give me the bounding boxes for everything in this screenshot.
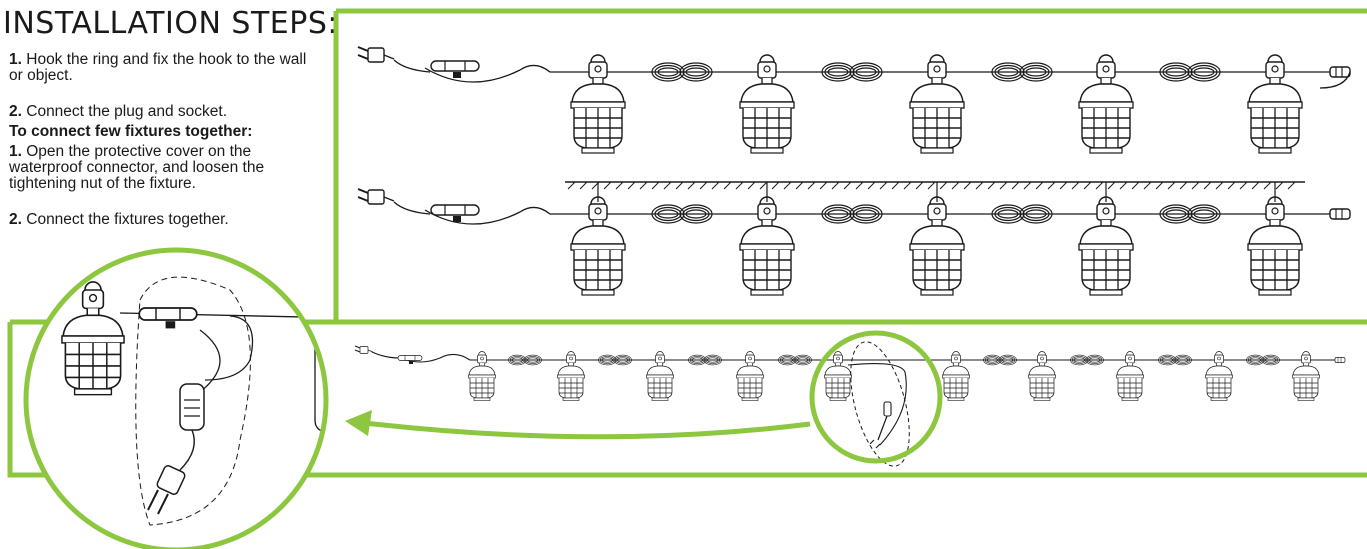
step-multi-1: 1. Open the protective cover on the wate… [9,144,324,192]
step-text: Open the protective cover on the waterpr… [9,143,265,192]
subheading: To connect few fixtures together: [9,123,253,140]
step-number: 2. [9,103,22,120]
step-basic-2: 2. Connect the plug and socket. [9,104,227,120]
step-text: Hook the ring and fix the hook to the wa… [9,51,307,84]
string-light-row-3 [354,341,1346,467]
top-frame [333,8,1367,322]
arrow-head [345,410,372,436]
step-number: 1. [9,51,22,68]
large-zoom-circle [23,247,329,549]
step-text: Connect the fixtures together. [26,211,229,228]
step-number: 1. [9,143,22,160]
string-light-row-1 [357,46,1351,154]
page-title: INSTALLATION STEPS: [3,6,338,41]
zoom-arrow [364,420,811,440]
step-number: 2. [9,211,22,228]
small-zoom-circle [809,330,943,464]
step-multi-2: 2. Connect the fixtures together. [9,212,229,228]
step-basic-1: 1. Hook the ring and fix the hook to the… [9,52,309,84]
string-light-row-2 [357,181,1351,296]
zoom-detail [26,250,326,549]
step-text: Connect the plug and socket. [26,103,228,120]
